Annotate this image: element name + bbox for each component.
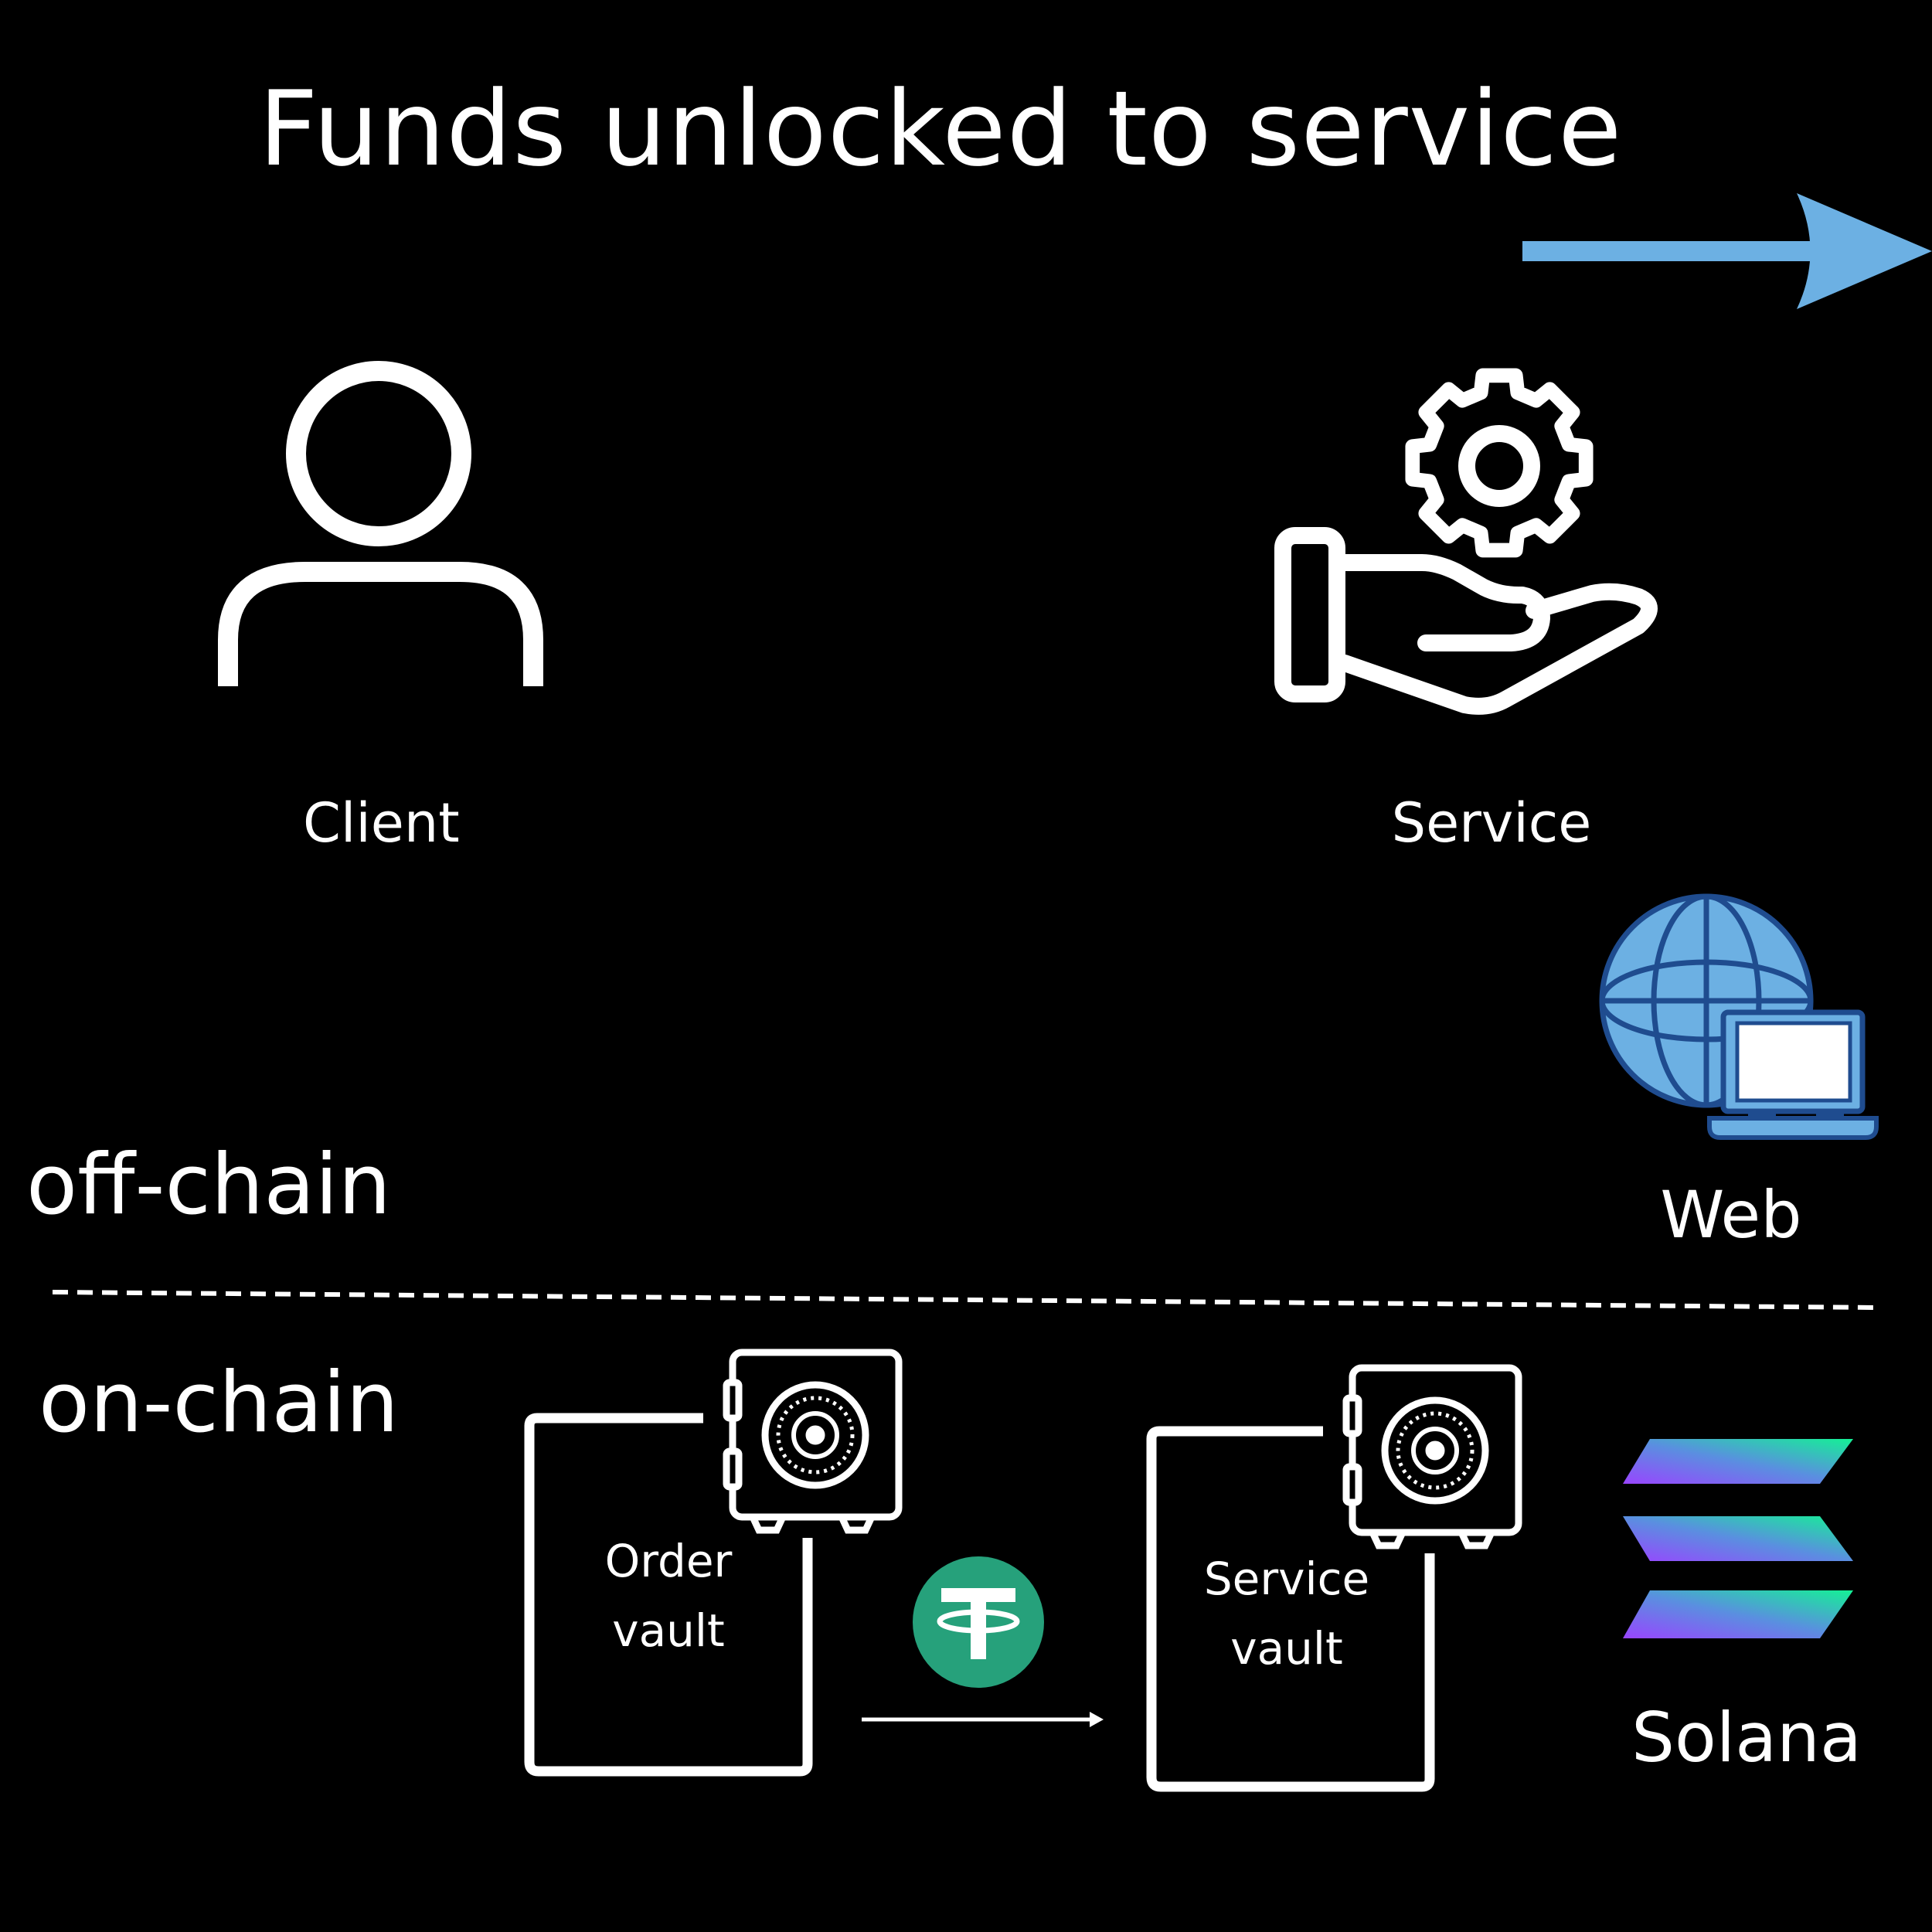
web-label: Web bbox=[1660, 1177, 1802, 1253]
solana-label: Solana bbox=[1631, 1698, 1862, 1777]
order-vault-label: Order vault bbox=[556, 1526, 781, 1665]
tether-icon bbox=[913, 1556, 1044, 1688]
hand-gear-icon bbox=[1274, 368, 1658, 715]
service-vault-label: Service vault bbox=[1175, 1544, 1399, 1683]
order-vault-label-line2: vault bbox=[612, 1604, 725, 1657]
solana-logo-icon bbox=[1623, 1439, 1853, 1638]
offchain-zone-label: off-chain bbox=[26, 1137, 391, 1233]
service-vault-label-line1: Service bbox=[1203, 1553, 1370, 1605]
flow-arrow bbox=[1522, 193, 1932, 309]
onchain-zone-label: on-chain bbox=[39, 1355, 399, 1451]
safe-icon bbox=[723, 1349, 903, 1534]
client-label: Client bbox=[303, 791, 460, 855]
globe-laptop-icon bbox=[1599, 893, 1879, 1140]
safe-icon bbox=[1342, 1364, 1522, 1549]
service-vault-box bbox=[1146, 1426, 1435, 1792]
diagram-title: Funds unlocked to service bbox=[258, 69, 1623, 189]
person-icon bbox=[218, 361, 543, 686]
service-vault-label-line2: vault bbox=[1230, 1622, 1343, 1675]
order-vault-label-line1: Order bbox=[604, 1535, 733, 1587]
service-label: Service bbox=[1391, 791, 1592, 855]
order-vault-box bbox=[524, 1413, 813, 1777]
chain-divider bbox=[52, 1290, 1879, 1310]
transfer-arrow bbox=[862, 1712, 1104, 1727]
